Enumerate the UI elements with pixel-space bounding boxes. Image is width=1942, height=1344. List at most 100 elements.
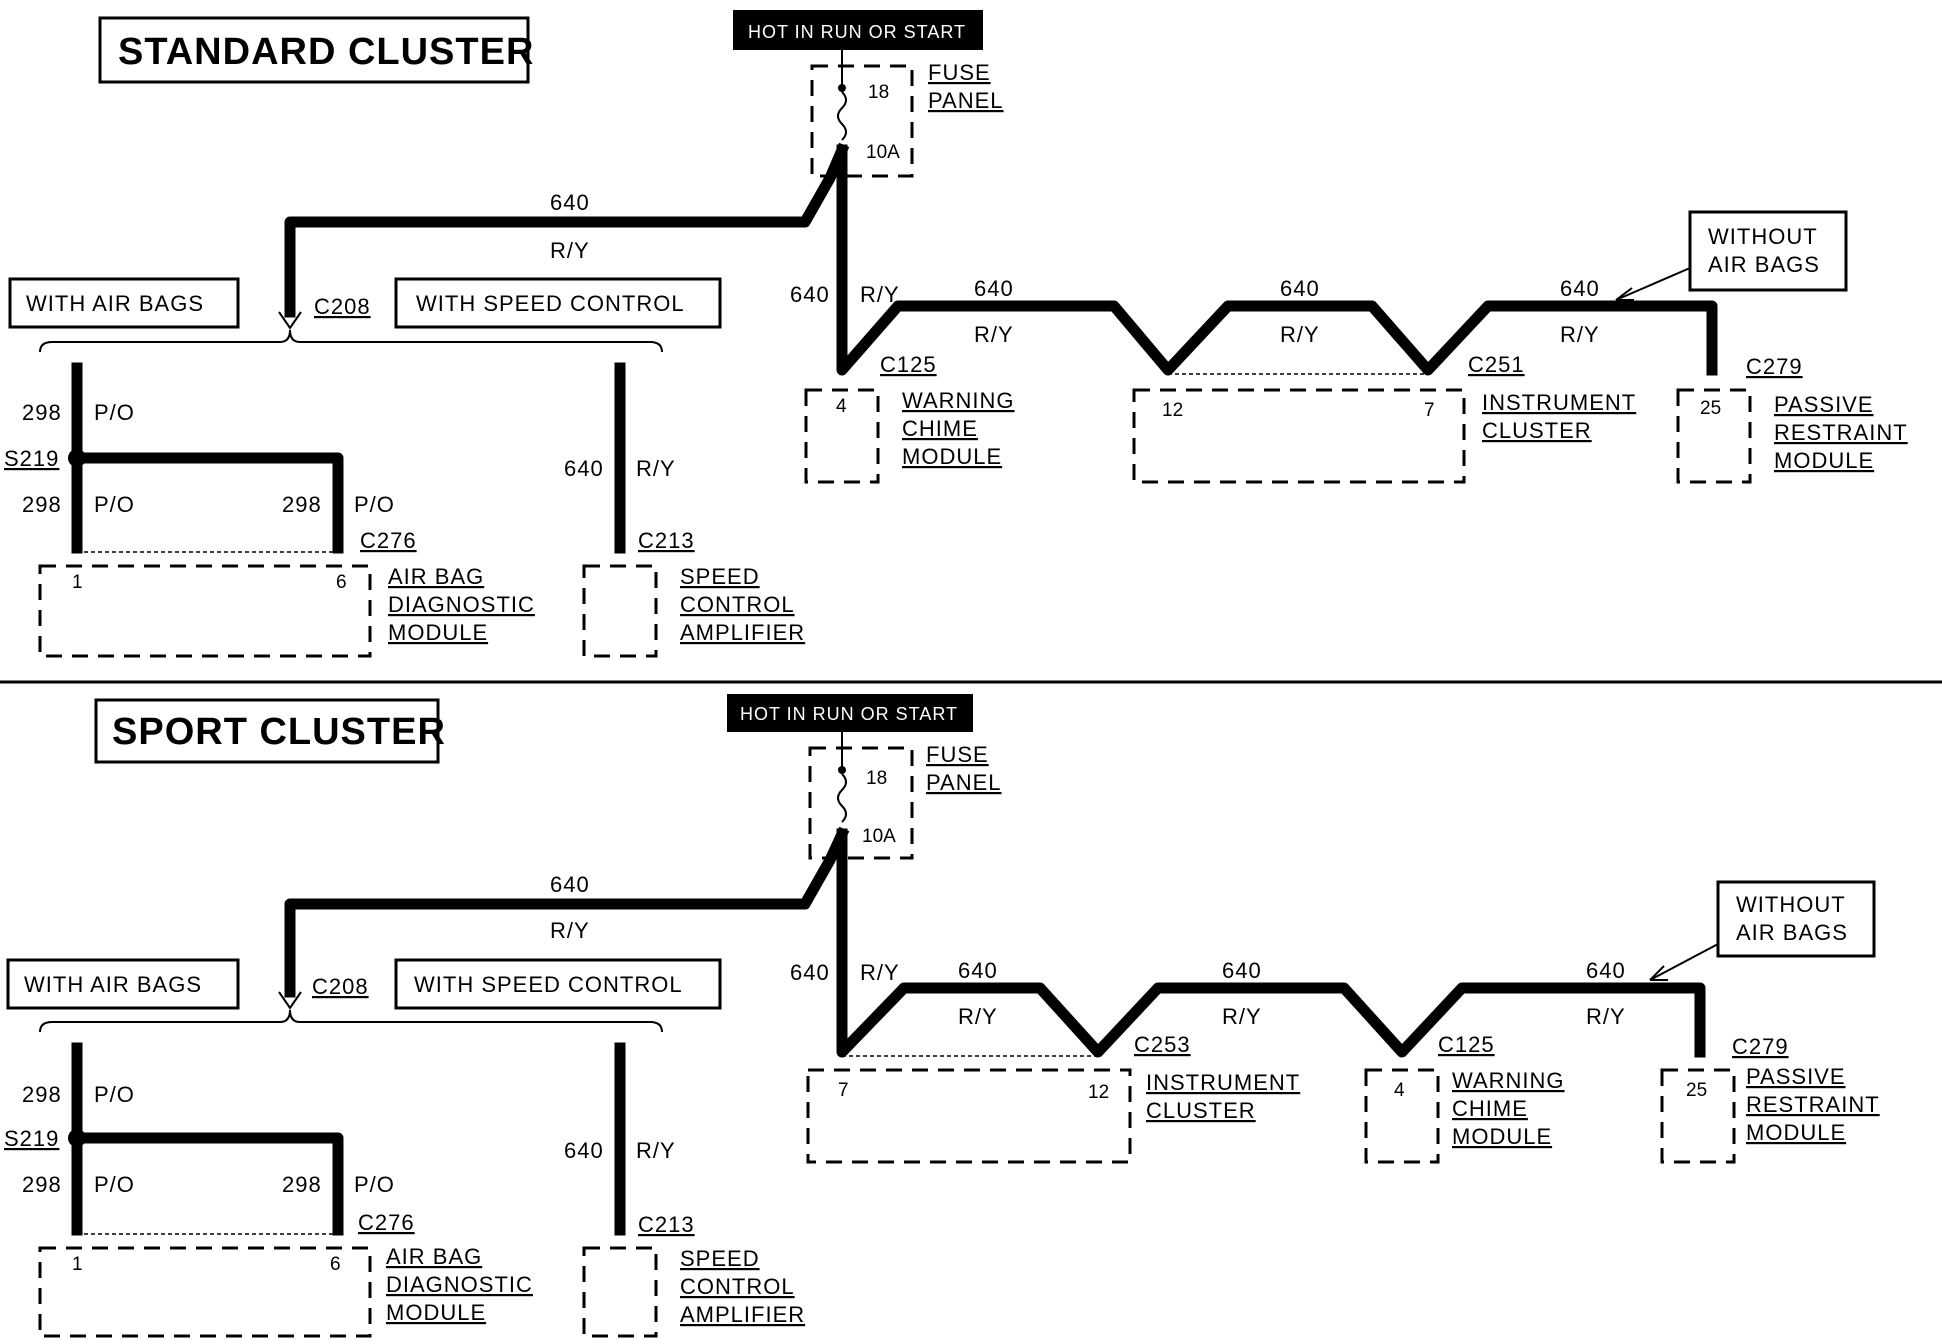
- standard-s219-splice: [68, 449, 86, 467]
- sport-with-speed-control-box: [394, 958, 722, 1010]
- standard-abd-3: MODULE: [388, 620, 488, 645]
- sport-wire-ry-e: R/Y: [1586, 1004, 1626, 1029]
- sport-wire-640-a: 640: [550, 872, 590, 897]
- standard-wire-ry-c: R/Y: [974, 322, 1014, 347]
- standard-c251: C251: [1468, 352, 1525, 377]
- sport-pin-25: 25: [1686, 1080, 1707, 1101]
- sport-without-air-bags-box: [1716, 880, 1876, 958]
- sport-fuse-label-1: FUSE: [926, 742, 989, 767]
- sport-without-air-bags-1: WITHOUT: [1736, 892, 1846, 917]
- standard-prm-1: PASSIVE: [1774, 392, 1874, 417]
- standard-title-box: [98, 16, 530, 84]
- standard-abd-2: DIAGNOSTIC: [388, 592, 535, 617]
- sport-abd-1: AIR BAG: [386, 1244, 482, 1269]
- standard-wire-640-to-c208: [284, 142, 850, 318]
- standard-c213: C213: [638, 528, 695, 553]
- sport-title-box: [94, 698, 440, 764]
- standard-wire-640-c: 640: [974, 276, 1014, 301]
- sport-wire-298-c: 298: [282, 1172, 322, 1197]
- standard-fuse-node-top: [838, 84, 846, 92]
- sport-hot-badge: [727, 694, 973, 732]
- standard-c208-arrow: [278, 311, 302, 330]
- standard-sca-2: CONTROL: [680, 592, 795, 617]
- sport-branch-bracket: [39, 1009, 663, 1033]
- sport-pin-7: 7: [838, 1080, 849, 1101]
- standard-fuse-icon: [837, 91, 847, 141]
- sport-passive-restraint-module-box: [1660, 1068, 1736, 1164]
- sport-wire-298-branch: [71, 1132, 344, 1236]
- standard-hot-badge: [733, 10, 983, 50]
- standard-without-air-bags-1: WITHOUT: [1708, 224, 1818, 249]
- sport-prm-2: RESTRAINT: [1746, 1092, 1880, 1117]
- standard-c208: C208: [314, 294, 371, 319]
- standard-fuse-amp: 10A: [866, 142, 900, 163]
- sport-abd-3: MODULE: [386, 1300, 486, 1325]
- sport-prm-1: PASSIVE: [1746, 1064, 1846, 1089]
- sport-fuse-label-2: PANEL: [926, 770, 1002, 795]
- sport-pin-6: 6: [330, 1254, 341, 1275]
- sport-with-air-bags-box: [6, 958, 240, 1010]
- standard-wire-640-b: 640: [790, 282, 830, 307]
- standard-fuse-panel-box: [810, 64, 914, 178]
- sport-wire-ry-sc: R/Y: [636, 1138, 676, 1163]
- standard-wire-640-e: 640: [1560, 276, 1600, 301]
- standard-wire-640-a: 640: [550, 190, 590, 215]
- standard-pin-12: 12: [1162, 400, 1183, 421]
- sport-wire-298-b: 298: [22, 1172, 62, 1197]
- standard-wire-298-a: 298: [22, 400, 62, 425]
- sport-wire-ry-c: R/Y: [958, 1004, 998, 1029]
- sport-wire-ry-b: R/Y: [860, 960, 900, 985]
- sport-s219-splice: [68, 1129, 86, 1147]
- standard-air-bag-diagnostic-module-box: [38, 564, 372, 658]
- standard-wcm-3: MODULE: [902, 444, 1002, 469]
- standard-wire-ry-e: R/Y: [1560, 322, 1600, 347]
- standard-c276: C276: [360, 528, 417, 553]
- sport-c253: C253: [1134, 1032, 1191, 1057]
- standard-ic-1: INSTRUMENT: [1482, 390, 1636, 415]
- standard-pin-6: 6: [336, 572, 347, 593]
- standard-with-speed-control-box: [394, 277, 722, 329]
- standard-title: STANDARD CLUSTER: [118, 31, 534, 73]
- sport-sca-2: CONTROL: [680, 1274, 795, 1299]
- standard-with-air-bags-box: [8, 277, 240, 329]
- sport-wire-640-right: [836, 828, 1706, 1058]
- standard-pin-25: 25: [1700, 398, 1721, 419]
- sport-warning-chime-module-box: [1364, 1068, 1440, 1164]
- sport-pin-4: 4: [1394, 1080, 1405, 1101]
- standard-wire-298-c: 298: [282, 492, 322, 517]
- sport-c213: C213: [638, 1212, 695, 1237]
- sport-wire-298-a: 298: [22, 1082, 62, 1107]
- standard-pin-1: 1: [72, 572, 83, 593]
- sport-wcm-3: MODULE: [1452, 1124, 1552, 1149]
- standard-c279: C279: [1746, 354, 1803, 379]
- standard-wcm-2: CHIME: [902, 416, 978, 441]
- sport-c208: C208: [312, 974, 369, 999]
- sport-wire-po-a: P/O: [94, 1082, 135, 1107]
- standard-cluster-section: STANDARD CLUSTER HOT IN RUN OR START 18 …: [4, 10, 1908, 658]
- standard-prm-2: RESTRAINT: [1774, 420, 1908, 445]
- sport-wire-ry-a: R/Y: [550, 918, 590, 943]
- sport-wire-po-b: P/O: [94, 1172, 135, 1197]
- sport-wire-640-to-c208: [284, 826, 850, 998]
- standard-without-air-bags-box: [1688, 210, 1848, 292]
- sport-wire-ry-d: R/Y: [1222, 1004, 1262, 1029]
- sport-sca-1: SPEED: [680, 1246, 760, 1271]
- sport-wire-640-c: 640: [958, 958, 998, 983]
- standard-fuse-label-1: FUSE: [928, 60, 991, 85]
- sport-fuse-amp: 10A: [862, 826, 896, 847]
- sport-fuse-node-top: [838, 766, 846, 774]
- sport-c276: C276: [358, 1210, 415, 1235]
- sport-pin-12: 12: [1088, 1082, 1109, 1103]
- standard-instrument-cluster-box: [1132, 388, 1466, 484]
- sport-c125: C125: [1438, 1032, 1495, 1057]
- sport-title: SPORT CLUSTER: [112, 711, 446, 753]
- sport-wire-po-c: P/O: [354, 1172, 395, 1197]
- standard-sca-3: AMPLIFIER: [680, 620, 805, 645]
- standard-abd-1: AIR BAG: [388, 564, 484, 589]
- sport-with-speed-control: WITH SPEED CONTROL: [414, 972, 683, 997]
- standard-pointer-arrow-icon: [1615, 287, 1634, 301]
- standard-s219: S219: [4, 446, 59, 471]
- sport-fuse-panel-box: [808, 746, 914, 860]
- sport-fuse-num: 18: [866, 768, 887, 789]
